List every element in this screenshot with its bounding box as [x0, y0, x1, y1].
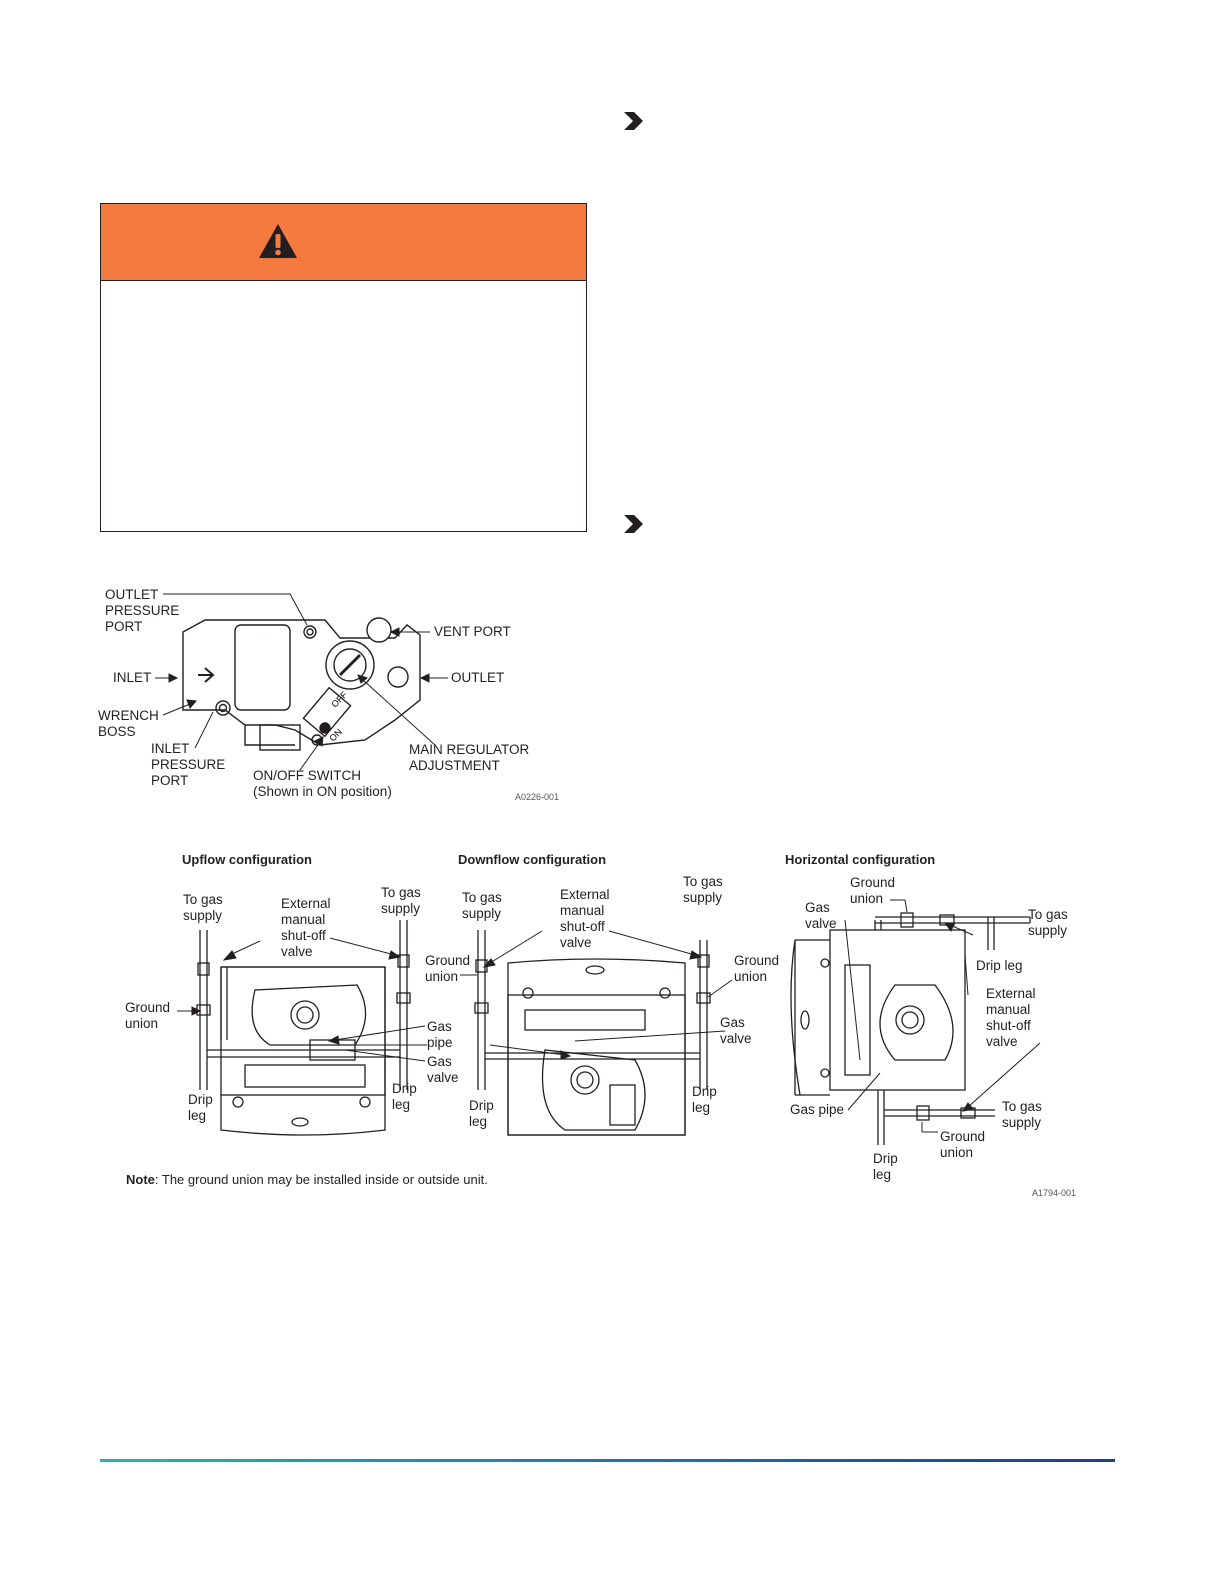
outlet-label: OUTLET	[451, 670, 505, 685]
upflow-gas-valve: Gas valve	[427, 1054, 459, 1085]
warning-box	[100, 203, 587, 532]
horizontal-gas-pipe: Gas pipe	[790, 1102, 845, 1117]
outlet-pressure-port-label: OUTLET PRESSURE PORT	[105, 587, 180, 634]
downflow-ground-union-right: Ground union	[734, 953, 780, 984]
downflow-ground-union-left: Ground union	[425, 953, 471, 984]
note-text: : The ground union may be installed insi…	[154, 1172, 488, 1187]
upflow-ground-union: Ground union	[125, 1000, 171, 1031]
horizontal-ground-union-top: Ground union	[850, 875, 896, 906]
upflow-to-gas-supply-right: To gas supply	[381, 885, 421, 916]
chevron-right-icon	[624, 112, 643, 130]
gas-piping-drawing	[177, 899, 1041, 1145]
gas-valve-figure: OFF ON OUTLET PRESSURE PORT VENT PORT IN…	[95, 580, 565, 805]
downflow-to-gas-supply-right: To gas supply	[683, 874, 723, 905]
note-label: Note	[126, 1172, 155, 1187]
chevron-right-icon	[624, 515, 643, 533]
downflow-external-valve: External manual shut-off valve	[560, 887, 610, 950]
on-off-switch-label: ON/OFF SWITCH (Shown in ON position)	[253, 768, 392, 799]
downflow-to-gas-supply-left: To gas supply	[462, 890, 502, 921]
figure-id-a0226: A0226-001	[515, 792, 560, 802]
horizontal-external-valve: External manual shut-off valve	[986, 986, 1036, 1049]
upflow-external-valve: External manual shut-off valve	[281, 896, 331, 959]
gas-valve-drawing: OFF ON	[155, 593, 448, 771]
inlet-pressure-port-label: INLET PRESSURE PORT	[151, 741, 226, 788]
inlet-label: INLET	[113, 670, 152, 685]
main-regulator-label: MAIN REGULATOR ADJUSTMENT	[409, 742, 530, 773]
caption-downflow: Downflow configuration	[458, 852, 607, 867]
upflow-drip-leg-right: Drip leg	[392, 1081, 417, 1112]
downflow-drip-leg-left: Drip leg	[469, 1098, 494, 1129]
horizontal-to-gas-supply-top: To gas supply	[1028, 907, 1068, 938]
downflow-gas-valve: Gas valve	[720, 1015, 752, 1046]
warning-header	[101, 204, 586, 281]
gas-piping-figure: Upflow configuration Downflow configurat…	[95, 845, 1095, 1205]
horizontal-gas-valve: Gas valve	[805, 900, 837, 931]
upflow-gas-pipe: Gas pipe	[427, 1019, 453, 1050]
caption-upflow: Upflow configuration	[182, 852, 312, 867]
upflow-drip-leg-left: Drip leg	[188, 1092, 213, 1123]
wrench-boss-label: WRENCH BOSS	[98, 708, 159, 739]
downflow-drip-leg-right: Drip leg	[692, 1084, 717, 1115]
switch-off-label: OFF	[329, 689, 349, 709]
horizontal-drip-leg-bottom: Drip leg	[873, 1151, 898, 1182]
footer-rule	[100, 1459, 1115, 1462]
vent-port-label: VENT PORT	[434, 624, 511, 639]
piping-note: Note: The ground union may be installed …	[126, 1172, 488, 1187]
horizontal-ground-union-bottom: Ground union	[940, 1129, 986, 1160]
upflow-to-gas-supply-left: To gas supply	[183, 892, 223, 923]
figure-id-a1794: A1794-001	[1032, 1188, 1077, 1198]
horizontal-to-gas-supply-bottom: To gas supply	[1002, 1099, 1042, 1130]
caption-horizontal: Horizontal configuration	[785, 852, 936, 867]
horizontal-drip-leg-top: Drip leg	[976, 958, 1023, 973]
warning-triangle-icon	[259, 224, 297, 258]
